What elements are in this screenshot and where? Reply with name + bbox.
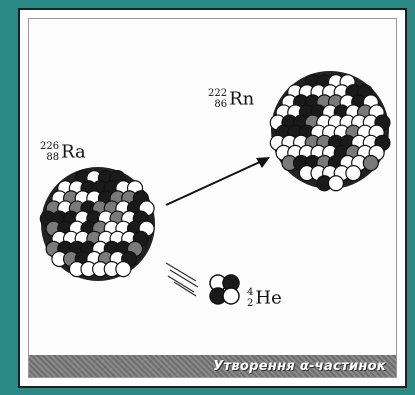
radon-mass: 222	[208, 88, 228, 99]
radon-nucleus	[269, 71, 391, 192]
radium-charge: 88	[46, 152, 60, 163]
nucleon	[362, 154, 379, 172]
helium-symbol: He	[255, 287, 282, 309]
motion-lines	[165, 262, 199, 297]
decay-arrow	[165, 157, 270, 206]
figure-frame: Утворення α-частинок	[18, 8, 407, 388]
radium-nucleus	[39, 167, 155, 281]
helium-mass: 4	[247, 287, 254, 298]
caption-bar: Утворення α-частинок	[29, 355, 396, 377]
nucleon	[327, 175, 345, 192]
radon-symbol: Rn	[229, 88, 255, 110]
figure-caption: Утворення α-частинок	[213, 359, 386, 374]
alpha-nucleon	[222, 287, 240, 305]
alpha-particle	[209, 274, 240, 305]
helium-charge: 2	[247, 298, 254, 309]
radium-mass: 226	[40, 141, 60, 152]
radon-charge: 86	[214, 99, 228, 110]
radium-symbol: Ra	[61, 141, 86, 163]
nucleon	[345, 165, 362, 182]
nucleon	[115, 261, 132, 278]
